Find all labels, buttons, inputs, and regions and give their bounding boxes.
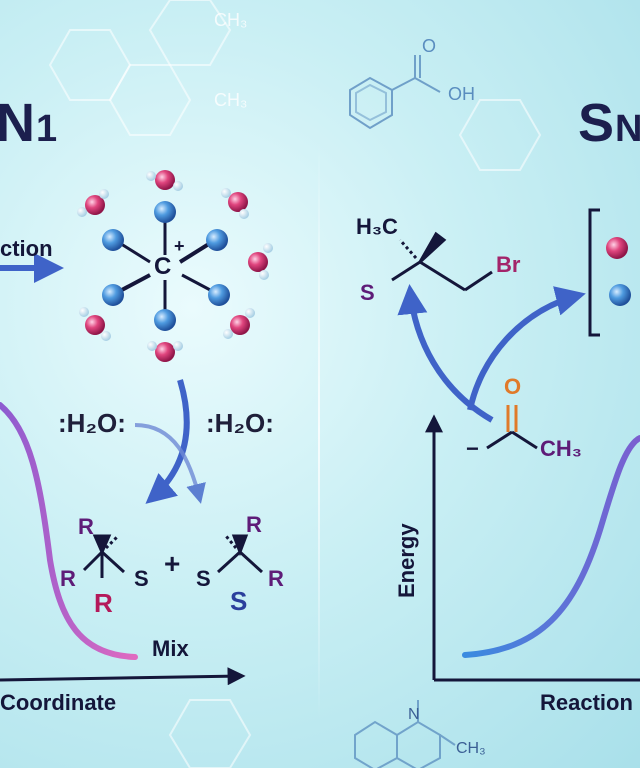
ts-oxygen-atom [606, 237, 628, 259]
product-1-sulfur: S [134, 566, 149, 591]
bg-ring-2 [108, 64, 192, 136]
bg-ring-4 [458, 99, 542, 171]
quinoline-n-label: N [408, 706, 420, 723]
water-molecule [79, 307, 111, 341]
water-formula: H₂O [66, 408, 118, 438]
sn2-title-subscript: N [615, 108, 640, 150]
plus-sign: + [164, 548, 181, 579]
acid-oxygen-label: O [422, 36, 437, 56]
nucleophile-bonds [486, 405, 538, 450]
panel-divider [318, 140, 320, 720]
sn2-x-axis-label: Reaction [540, 690, 633, 715]
water-molecule [147, 341, 183, 362]
product-1-substituent: R [78, 514, 94, 539]
attack-arrow-front [145, 379, 190, 504]
product-2-config: S [230, 586, 248, 616]
mix-label: Mix [152, 636, 189, 661]
substrate-methyl: H₃C [356, 214, 398, 239]
nucleophile-oxygen: O [504, 374, 522, 399]
sn1-x-axis [0, 667, 246, 686]
solvent-atom [154, 309, 176, 331]
solvent-atom [102, 229, 124, 251]
sn1-x-axis-label: Coordinate [0, 690, 117, 715]
water-molecule [146, 170, 183, 191]
water-molecule [221, 188, 249, 219]
water-molecule [223, 308, 255, 339]
benzoic-acid-sketch [349, 55, 441, 130]
product-1-substituent: R [60, 566, 76, 591]
reaction-label: ction [0, 236, 53, 261]
bg-methyl-label: CH₃ [214, 90, 248, 110]
acid-oh-label: OH [448, 84, 475, 104]
sn2-energy-curve [462, 435, 640, 658]
sn2-title-letter: S [578, 93, 616, 153]
product-2-sulfur: S [196, 566, 211, 591]
substrate-stereo-label: S [360, 280, 375, 305]
quinoline-methyl-label: CH₃ [456, 740, 486, 757]
nucleophile-charge: − [466, 436, 479, 461]
water-molecule [77, 189, 109, 217]
product-1-config: R [94, 588, 113, 618]
bg-ring-5 [168, 699, 252, 768]
attack-arrow-back [134, 423, 206, 504]
solvent-atom [206, 229, 228, 251]
water-molecule [248, 243, 273, 280]
leaving-group-bromine: Br [496, 252, 521, 277]
solvent-atom [154, 201, 176, 223]
bg-ring-3 [148, 0, 232, 66]
background-molecules [48, 0, 542, 768]
quinoline-sketch [354, 700, 456, 768]
leaving-group-arrow [467, 286, 586, 411]
product-1-bonds [82, 534, 126, 578]
product-2-bonds [216, 534, 264, 574]
solvated-carbocation [77, 170, 273, 362]
sn2-title: SN [578, 92, 640, 154]
substrate-bonds [391, 231, 493, 292]
nucleophile-methyl: CH₃ [540, 436, 582, 461]
ts-carbon-atom [609, 284, 631, 306]
solvent-atom [208, 284, 230, 306]
nucleophile-attack-arrow [397, 284, 494, 423]
solvent-atom [102, 284, 124, 306]
sn1-title: N1 [0, 92, 58, 154]
water-nucleophile-2: :H₂O: [206, 408, 274, 438]
product-2-substituent: R [246, 512, 262, 537]
carbocation-carbon: C [154, 253, 172, 280]
carbocation-charge: + [174, 236, 185, 256]
sn1-title-letter: N [0, 93, 36, 153]
sn1-title-number: 1 [36, 108, 59, 150]
bg-methyl-label: CH₃ [214, 10, 248, 30]
sn2-y-axis-label: Energy [394, 523, 419, 598]
water-formula: H₂O [214, 408, 266, 438]
sn1-energy-curve [0, 402, 138, 660]
product-2-substituent: R [268, 566, 284, 591]
water-nucleophile-1: :H₂O: [58, 408, 126, 438]
transition-state-bracket [588, 208, 600, 337]
bg-ring-1 [48, 29, 132, 101]
